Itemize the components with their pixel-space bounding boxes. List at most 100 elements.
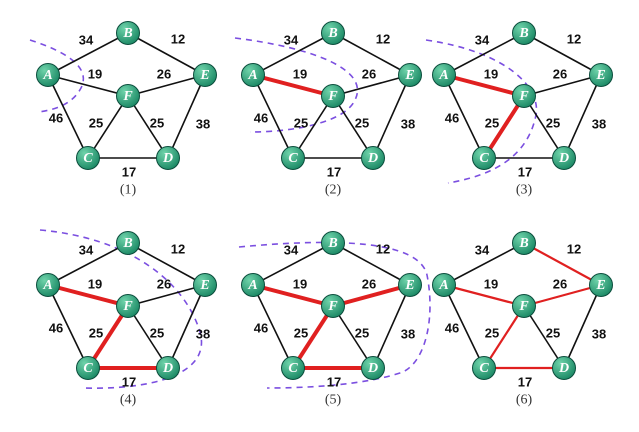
edge-AB bbox=[252, 242, 334, 286]
edge-weight-label: 34 bbox=[284, 243, 299, 258]
edge-weight-label: 38 bbox=[592, 117, 606, 132]
node-A bbox=[432, 273, 456, 297]
edge-weight-label: 46 bbox=[254, 321, 268, 336]
edge-weight-label: 19 bbox=[88, 277, 102, 292]
edge-weight-label: 25 bbox=[546, 326, 560, 341]
edge-weight-label: 34 bbox=[475, 33, 490, 48]
node-label: B bbox=[518, 26, 528, 41]
edge-weight-label: 17 bbox=[518, 375, 532, 390]
node-B bbox=[512, 21, 536, 45]
mst-edge-AF bbox=[252, 283, 334, 308]
edge-weight-label: 25 bbox=[150, 116, 164, 131]
node-label: A bbox=[438, 68, 448, 83]
node-label: C bbox=[479, 151, 489, 166]
node-E bbox=[589, 273, 613, 297]
node-label: D bbox=[162, 361, 173, 376]
node-D bbox=[156, 356, 180, 380]
edge-weight-label: 25 bbox=[294, 326, 308, 341]
node-label: C bbox=[288, 361, 298, 376]
edge-weight-label: 38 bbox=[401, 117, 415, 132]
node-C bbox=[281, 356, 305, 380]
node-label: C bbox=[83, 361, 93, 376]
edge-AB bbox=[443, 32, 525, 76]
edge-weight-label: 26 bbox=[157, 277, 171, 292]
edge-weight-label: 12 bbox=[376, 32, 390, 47]
edge-ED bbox=[563, 284, 602, 369]
node-label: D bbox=[558, 151, 569, 166]
edge-weight-label: 12 bbox=[376, 242, 390, 257]
mst-edge-FC bbox=[482, 94, 526, 160]
step-caption: (5) bbox=[325, 393, 342, 408]
node-label: F bbox=[327, 89, 338, 104]
node-D bbox=[156, 146, 180, 170]
node-label: A bbox=[247, 278, 257, 293]
edge-FD bbox=[523, 95, 565, 159]
edge-weight-label: 34 bbox=[79, 33, 94, 48]
node-label: E bbox=[595, 278, 605, 293]
node-label: F bbox=[327, 299, 338, 314]
node-label: F bbox=[518, 89, 529, 104]
node-E bbox=[589, 63, 613, 87]
mst-edge-FE bbox=[523, 283, 602, 308]
cut-boundary-line bbox=[238, 241, 431, 389]
edge-BE bbox=[127, 242, 206, 286]
edge-AF bbox=[47, 74, 129, 97]
edge-FE bbox=[523, 74, 602, 97]
edge-BE bbox=[332, 32, 411, 76]
edge-weight-label: 17 bbox=[122, 375, 136, 390]
node-label: B bbox=[518, 236, 528, 251]
edge-weight-label: 25 bbox=[89, 116, 103, 131]
node-A bbox=[241, 273, 265, 297]
node-label: F bbox=[518, 299, 529, 314]
edge-AC bbox=[252, 74, 294, 159]
edge-AC bbox=[47, 284, 89, 369]
edge-BE bbox=[332, 242, 411, 286]
node-B bbox=[512, 231, 536, 255]
step-caption: (4) bbox=[120, 393, 137, 408]
edge-weight-label: 25 bbox=[89, 326, 103, 341]
edge-weight-label: 17 bbox=[518, 165, 532, 180]
edge-AC bbox=[443, 284, 485, 369]
mst-edge-BE bbox=[523, 242, 602, 286]
node-D bbox=[361, 146, 385, 170]
edge-AB bbox=[47, 32, 129, 76]
node-label: E bbox=[595, 68, 605, 83]
edge-weight-label: 19 bbox=[88, 67, 102, 82]
node-E bbox=[398, 273, 422, 297]
edge-FE bbox=[127, 74, 206, 97]
edge-AB bbox=[252, 32, 334, 76]
edge-weight-label: 25 bbox=[355, 116, 369, 131]
node-A bbox=[432, 63, 456, 87]
edge-weight-label: 19 bbox=[484, 277, 498, 292]
node-A bbox=[241, 63, 265, 87]
edge-weight-label: 38 bbox=[401, 327, 415, 342]
edge-weight-label: 46 bbox=[254, 111, 268, 126]
step-caption: (6) bbox=[516, 393, 533, 408]
edge-FD bbox=[523, 305, 565, 369]
step-caption: (1) bbox=[120, 183, 137, 198]
node-F bbox=[321, 294, 345, 318]
node-label: E bbox=[199, 68, 209, 83]
edge-weight-label: 12 bbox=[171, 242, 185, 257]
edge-weight-label: 26 bbox=[362, 67, 376, 82]
node-label: E bbox=[404, 68, 414, 83]
node-F bbox=[512, 84, 536, 108]
node-E bbox=[193, 63, 217, 87]
node-A bbox=[36, 273, 60, 297]
node-label: D bbox=[162, 151, 173, 166]
mst-edge-AF bbox=[443, 73, 525, 98]
node-label: E bbox=[199, 278, 209, 293]
cut-boundary-line bbox=[234, 37, 359, 133]
node-C bbox=[281, 146, 305, 170]
node-label: B bbox=[122, 236, 132, 251]
node-label: F bbox=[122, 299, 133, 314]
mst-edge-FC bbox=[291, 304, 335, 370]
edge-ED bbox=[563, 74, 602, 159]
edge-ED bbox=[167, 74, 206, 159]
edge-weight-label: 12 bbox=[567, 32, 581, 47]
node-D bbox=[552, 356, 576, 380]
